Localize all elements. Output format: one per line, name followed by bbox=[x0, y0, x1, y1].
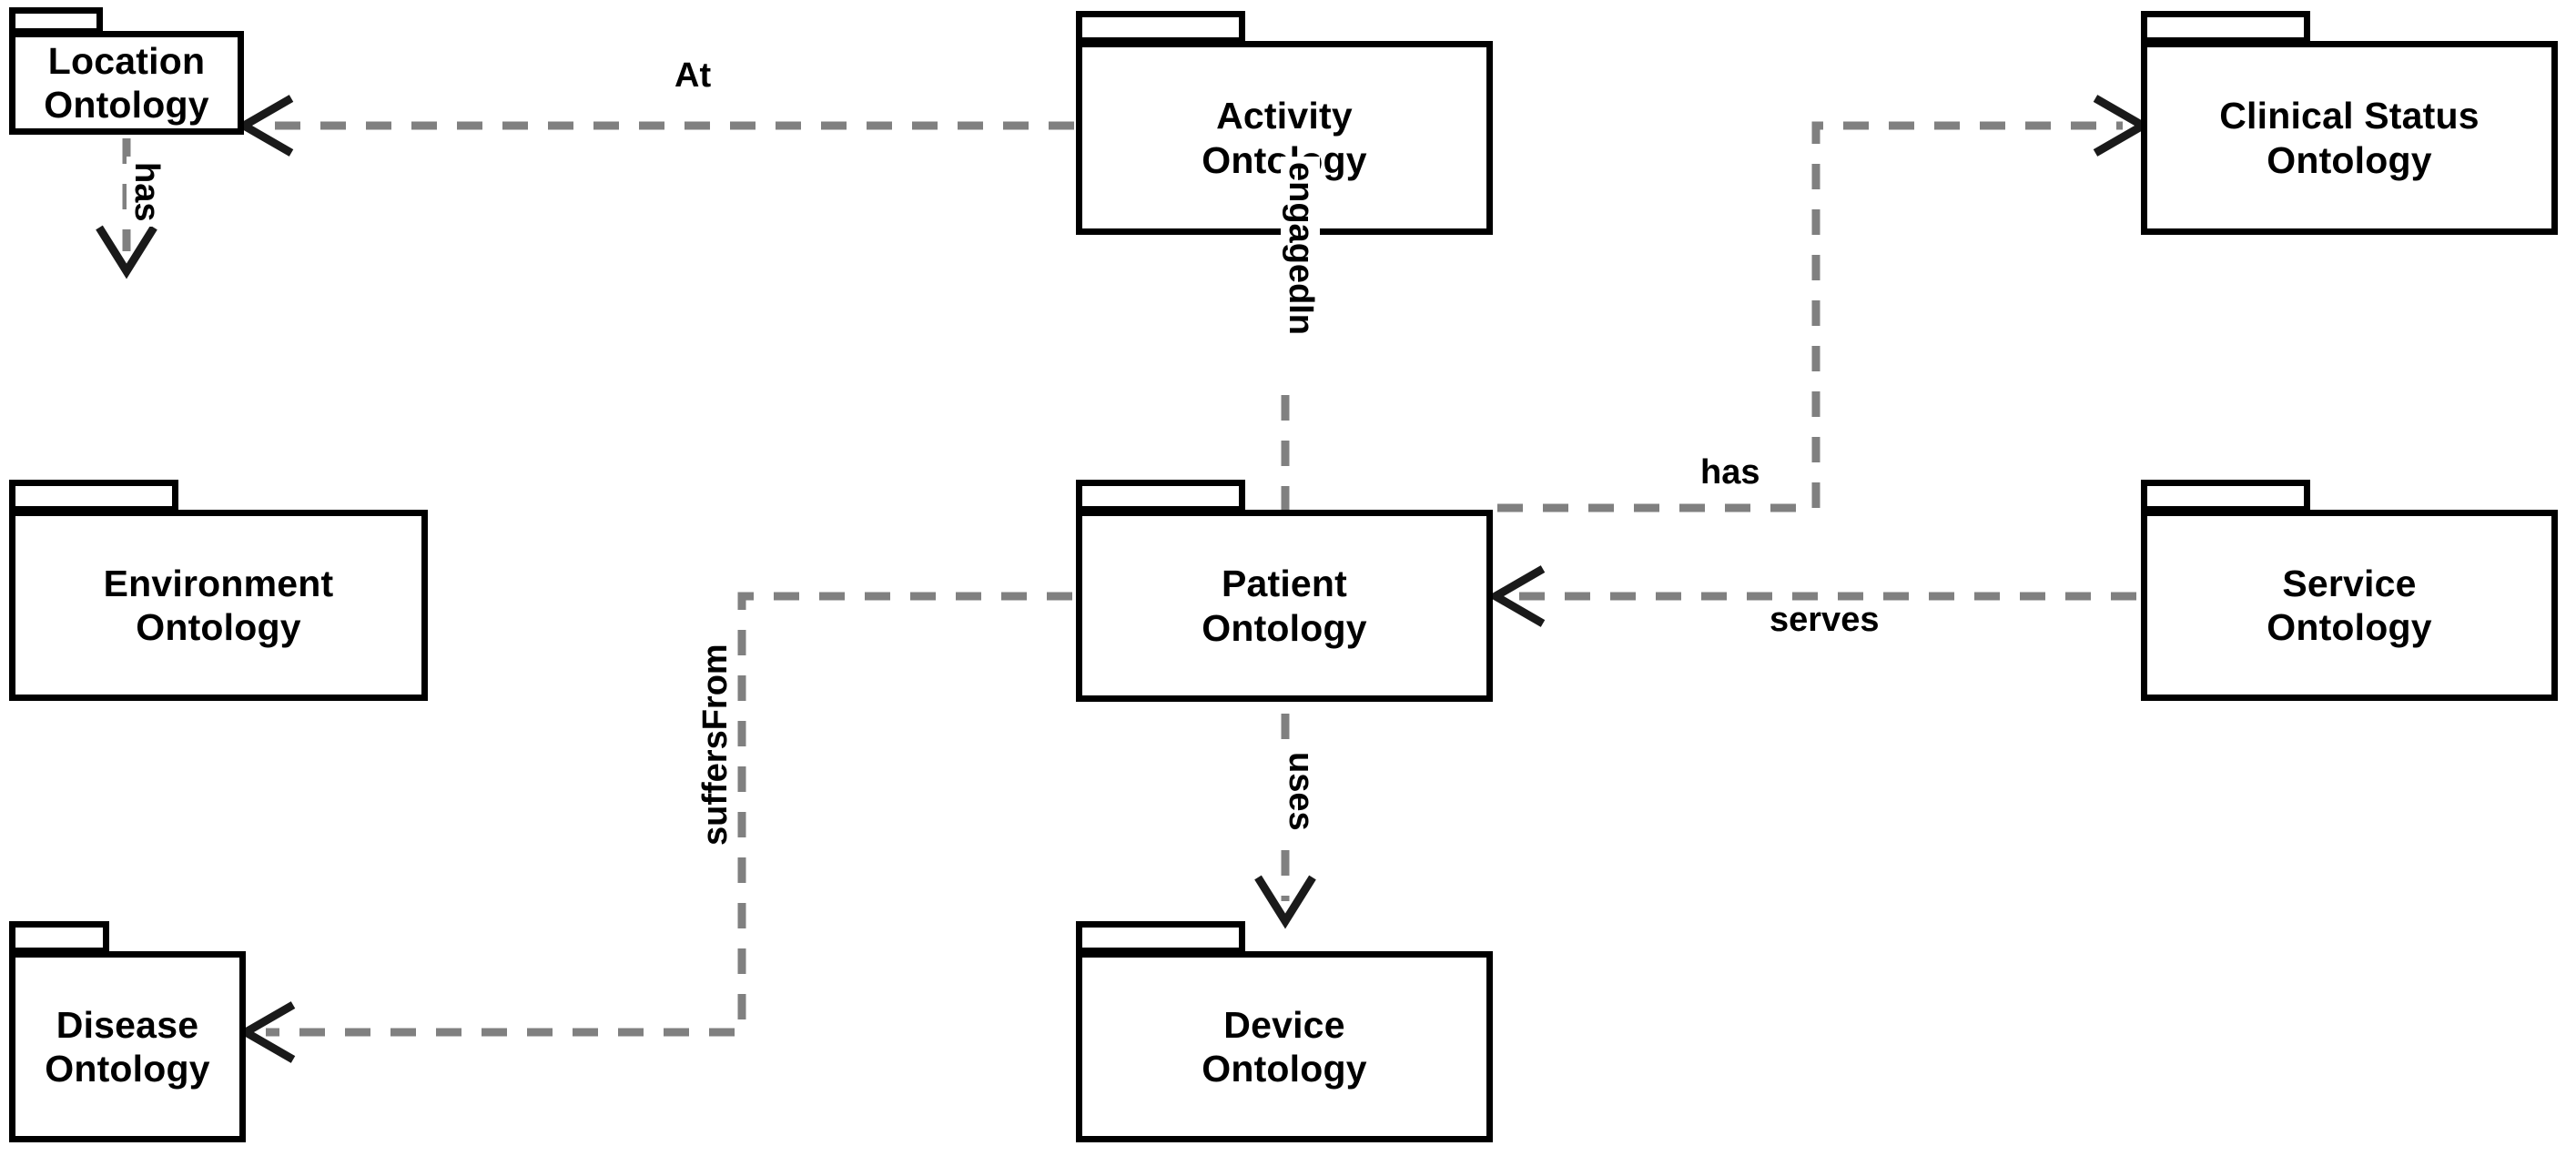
package-label-patient: Patient Ontology bbox=[1202, 563, 1367, 649]
package-body: Service Ontology bbox=[2141, 510, 2558, 701]
package-tab bbox=[1076, 480, 1245, 512]
package-patient[interactable]: Patient Ontology bbox=[1076, 480, 1493, 702]
package-tab bbox=[9, 921, 109, 954]
package-service[interactable]: Service Ontology bbox=[2141, 480, 2558, 701]
package-disease[interactable]: Disease Ontology bbox=[9, 921, 246, 1142]
arrowhead-uses bbox=[1254, 875, 1316, 929]
package-label-environment: Environment Ontology bbox=[103, 562, 334, 648]
package-tab bbox=[2141, 11, 2310, 44]
package-body: Location Ontology bbox=[9, 31, 244, 135]
edge-label-has-environment: has bbox=[127, 157, 166, 228]
edge-label-has-clinical-status: has bbox=[1695, 453, 1766, 492]
package-label-service: Service Ontology bbox=[2267, 562, 2432, 648]
edge-label-serves: serves bbox=[1764, 601, 1885, 640]
arrowhead-has-environment bbox=[96, 225, 157, 279]
edge-label-at: At bbox=[669, 56, 717, 96]
package-environment[interactable]: Environment Ontology bbox=[9, 480, 428, 701]
package-clinical-status[interactable]: Clinical Status Ontology bbox=[2141, 11, 2558, 235]
connector-has-clinical-status bbox=[1497, 121, 2123, 512]
package-body: Patient Ontology bbox=[1076, 510, 1493, 702]
arrowhead-at bbox=[235, 95, 294, 157]
edge-label-suffersfrom: suffersFrom bbox=[696, 638, 735, 851]
package-label-location: Location Ontology bbox=[44, 39, 209, 126]
package-tab bbox=[1076, 11, 1245, 44]
package-body: Activity Ontology bbox=[1076, 41, 1493, 235]
package-body: Environment Ontology bbox=[9, 510, 428, 701]
package-tab bbox=[1076, 921, 1245, 954]
package-label-device: Device Ontology bbox=[1202, 1003, 1367, 1090]
package-tab bbox=[9, 480, 178, 512]
arrowhead-suffersfrom bbox=[237, 1001, 296, 1063]
package-label-clinical-status: Clinical Status Ontology bbox=[2219, 95, 2480, 181]
package-body: Device Ontology bbox=[1076, 951, 1493, 1142]
package-activity[interactable]: Activity Ontology bbox=[1076, 11, 1493, 235]
connector-suffersfrom bbox=[266, 592, 1072, 1037]
package-tab bbox=[2141, 480, 2310, 512]
arrowhead-serves bbox=[1486, 565, 1546, 627]
edge-label-engagedin: engagedIn bbox=[1281, 157, 1320, 341]
package-location[interactable]: Location Ontology bbox=[9, 7, 244, 135]
package-device[interactable]: Device Ontology bbox=[1076, 921, 1493, 1142]
package-body: Clinical Status Ontology bbox=[2141, 41, 2558, 235]
package-body: Disease Ontology bbox=[9, 951, 246, 1142]
package-label-disease: Disease Ontology bbox=[45, 1003, 210, 1090]
edge-label-uses: uses bbox=[1281, 746, 1320, 837]
